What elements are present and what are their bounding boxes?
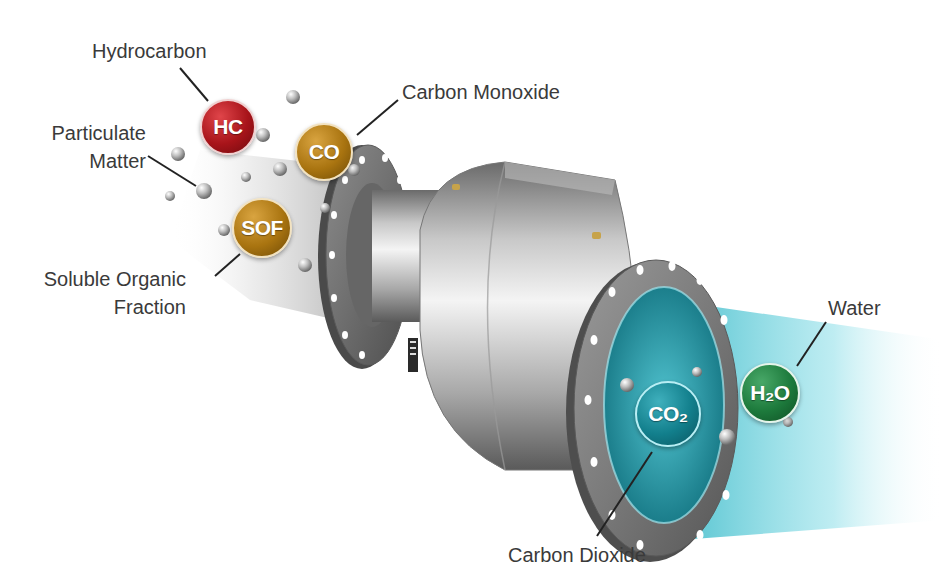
chemical-formula: SOF <box>241 216 283 240</box>
product-bubble: CO₂ <box>635 381 701 447</box>
chemical-formula: CO <box>309 140 340 164</box>
pollutant-bubble: CO <box>295 123 353 181</box>
pollutant-bubble: HC <box>200 99 256 155</box>
callout-label: Carbon Monoxide <box>402 78 642 106</box>
chemical-formula: HC <box>213 115 242 139</box>
callout-label: Particulate Matter <box>20 119 146 175</box>
callout-label: Water <box>828 294 918 322</box>
callout-label: Hydrocarbon <box>92 37 242 65</box>
product-bubble: H₂O <box>740 363 800 423</box>
pollutant-bubble: SOF <box>232 198 292 258</box>
callout-label: Soluble Organic Fraction <box>4 265 186 321</box>
chemical-formula: CO₂ <box>648 402 687 426</box>
chemical-formula: H₂O <box>750 381 789 405</box>
callout-label: Carbon Dioxide <box>508 541 718 569</box>
